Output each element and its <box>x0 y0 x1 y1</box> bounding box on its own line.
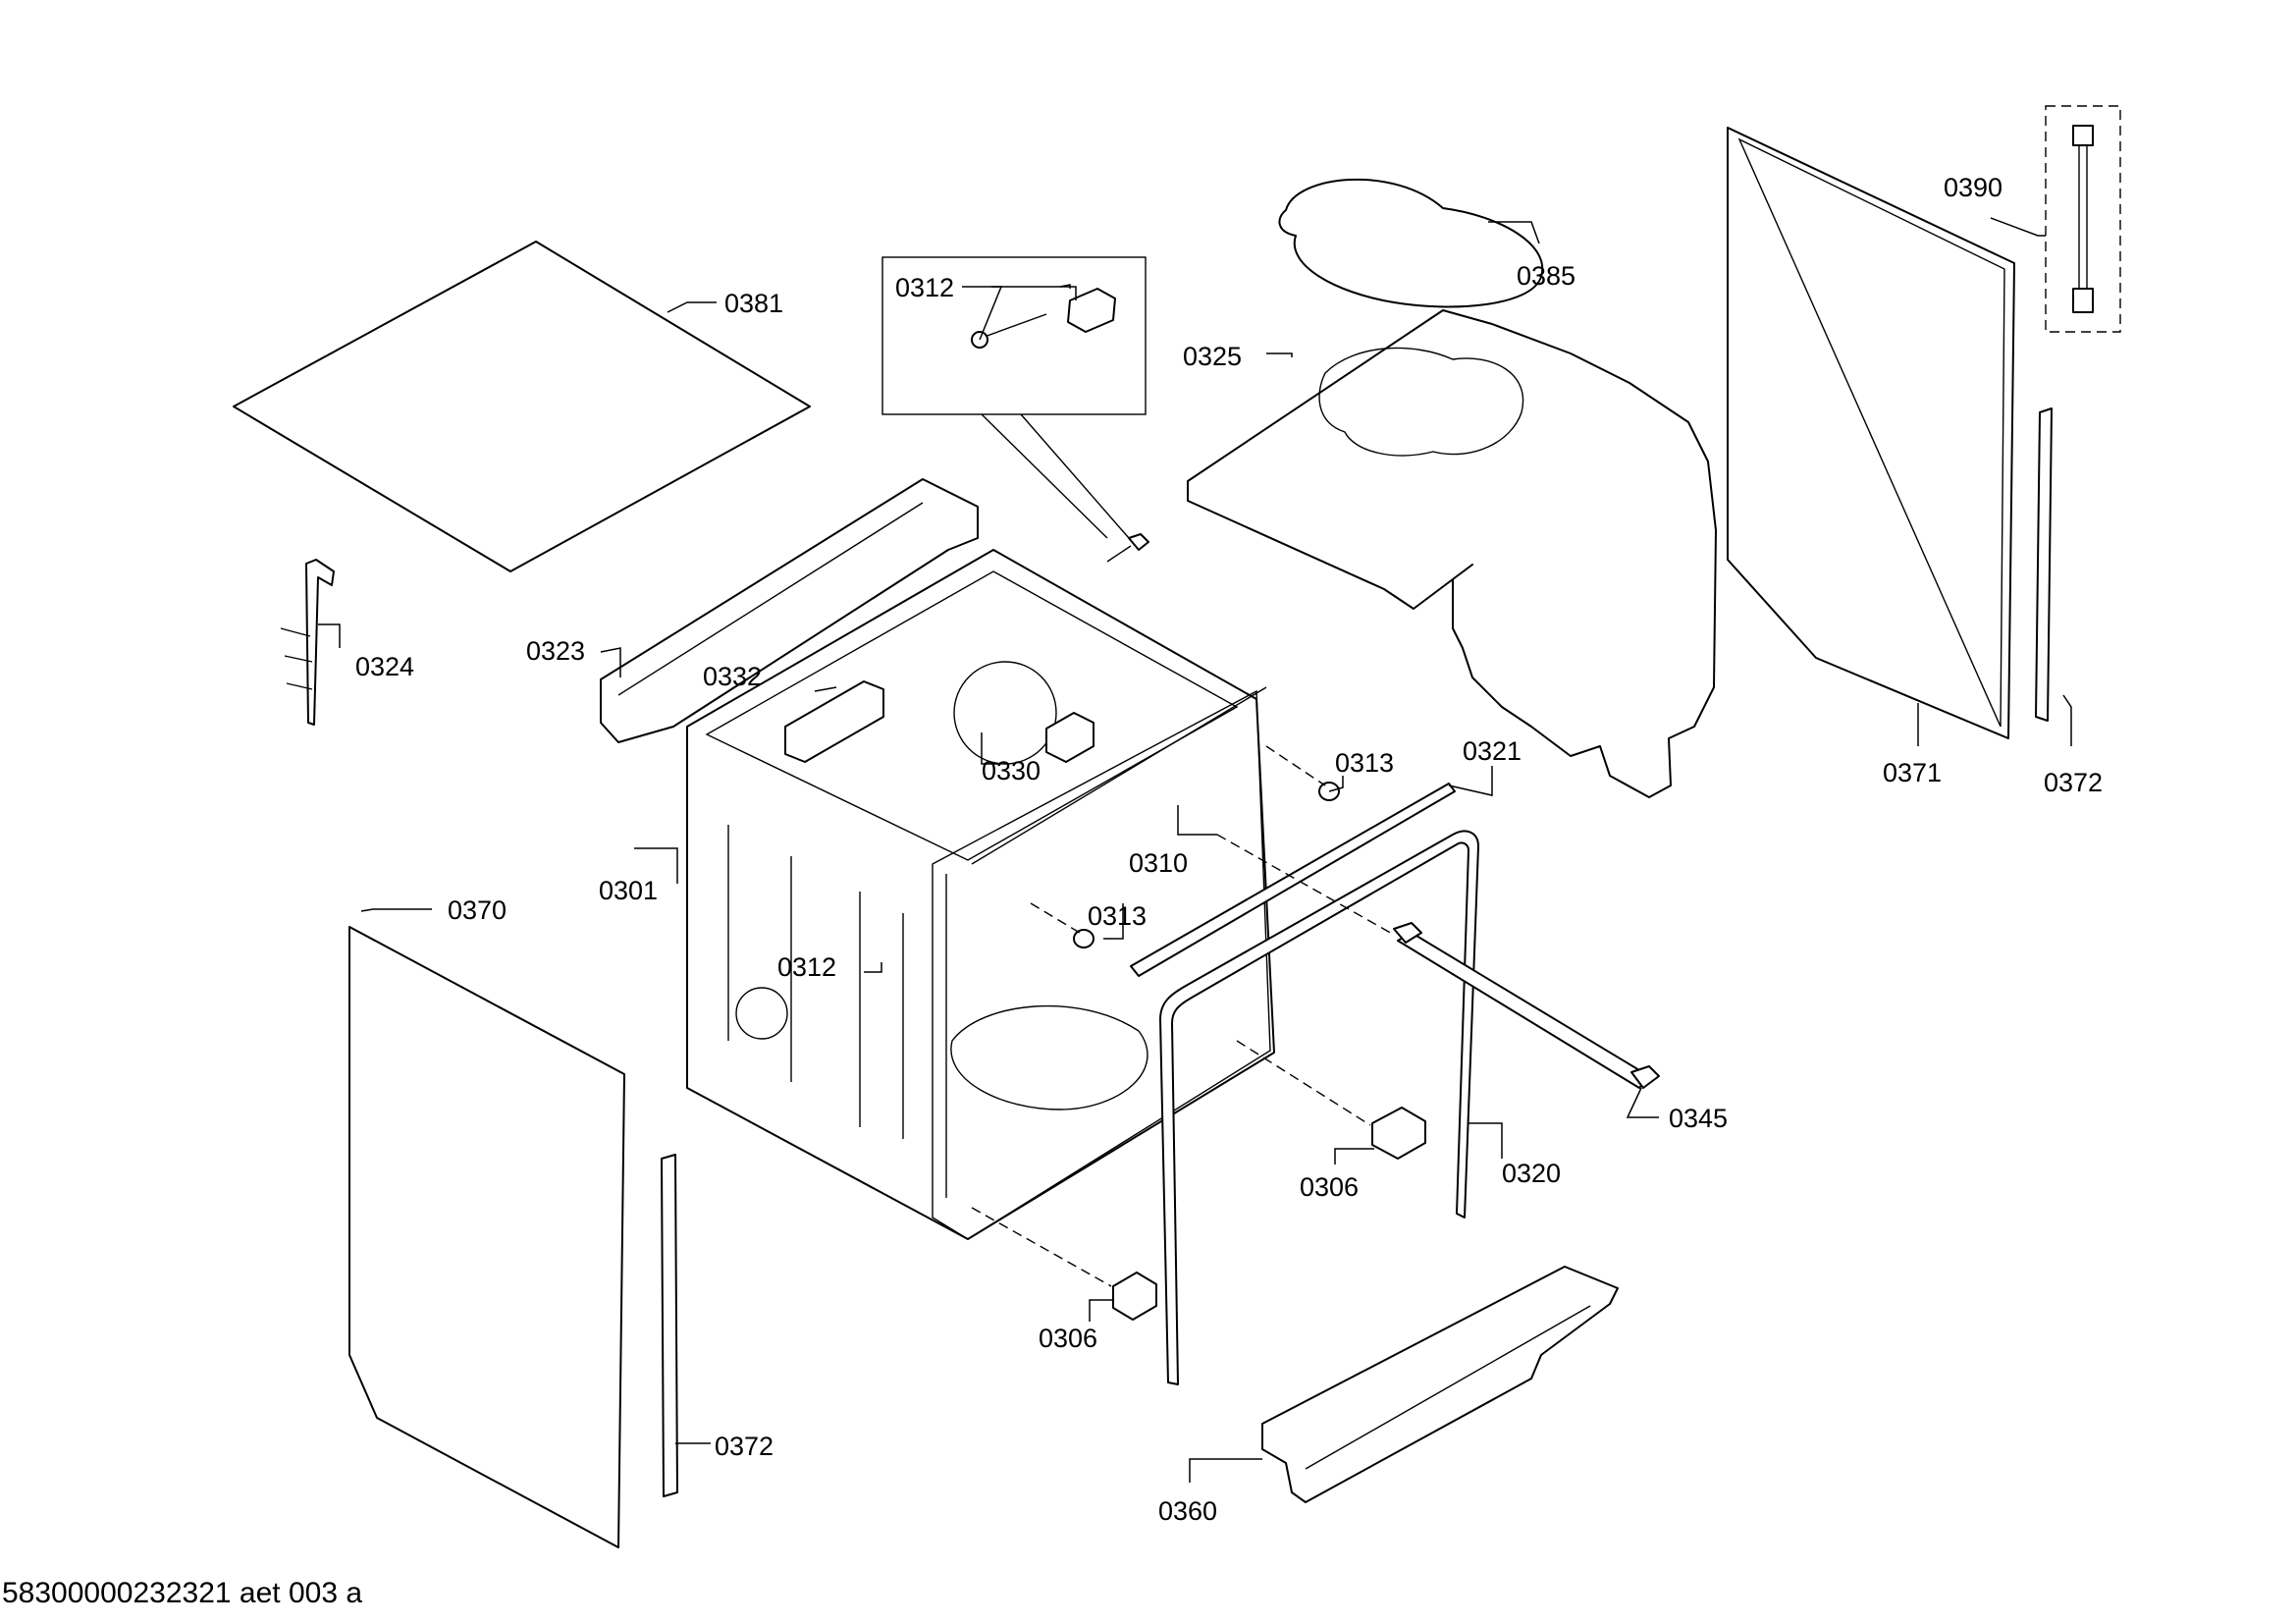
label-0332: 0332 <box>703 662 762 691</box>
part-0381-cover-sheet <box>233 241 811 572</box>
part-0332-guide <box>784 680 884 763</box>
part-0330-latch <box>1045 712 1095 763</box>
label-0324: 0324 <box>355 652 414 681</box>
label-0313-lower: 0313 <box>1088 901 1147 931</box>
part-0372-strip-right <box>2035 407 2053 722</box>
part-0324-bracket <box>280 559 335 726</box>
part-0306-foot-left <box>971 1207 1157 1321</box>
part-0320-door-seal <box>1159 830 1479 1385</box>
label-0301: 0301 <box>599 876 658 905</box>
part-0372-strip-left <box>661 1154 678 1497</box>
part-0390-cable <box>2045 105 2121 333</box>
label-0306-left: 0306 <box>1039 1324 1097 1353</box>
label-0372-right: 0372 <box>2044 768 2103 797</box>
leader-lines <box>318 217 2072 1483</box>
part-0371-side-panel-right <box>1727 127 2015 739</box>
label-0320: 0320 <box>1502 1159 1561 1188</box>
label-0306-right: 0306 <box>1300 1172 1359 1202</box>
label-0312-detail: 0312 <box>895 273 954 302</box>
label-0313-upper: 0313 <box>1335 748 1394 778</box>
part-0321-strip <box>1130 783 1456 977</box>
label-0390: 0390 <box>1944 173 2002 202</box>
label-0372-left: 0372 <box>715 1432 774 1461</box>
label-0385: 0385 <box>1517 261 1575 291</box>
label-0312-side: 0312 <box>777 952 836 982</box>
detail-box-0312 <box>881 256 1149 563</box>
part-0360-plinth <box>1261 1266 1619 1503</box>
drawing-reference: 58300000232321 aet 003 a <box>2 1577 362 1609</box>
part-0370-side-panel-left <box>348 926 625 1548</box>
label-0330: 0330 <box>982 756 1041 785</box>
part-0325-insulation-mat <box>1187 309 1717 798</box>
label-0371: 0371 <box>1883 758 1942 787</box>
part-0385-round-insulation <box>1278 178 1544 308</box>
label-0370: 0370 <box>448 895 507 925</box>
part-labels: 0381 0312 0385 0325 0390 0324 0323 0332 … <box>355 173 2103 1526</box>
label-0323: 0323 <box>526 636 585 666</box>
part-0323-rail <box>600 478 979 743</box>
part-0345-rod <box>1216 834 1660 1089</box>
label-0381: 0381 <box>724 289 783 318</box>
label-0321: 0321 <box>1463 736 1522 766</box>
label-0325: 0325 <box>1183 342 1242 371</box>
label-0310: 0310 <box>1129 848 1188 878</box>
part-0313-cap-b <box>1030 902 1095 948</box>
label-0360: 0360 <box>1158 1496 1217 1526</box>
part-0313-cap-a <box>1265 745 1340 801</box>
label-0345: 0345 <box>1669 1104 1728 1133</box>
part-0306-foot-right <box>1236 1040 1426 1160</box>
